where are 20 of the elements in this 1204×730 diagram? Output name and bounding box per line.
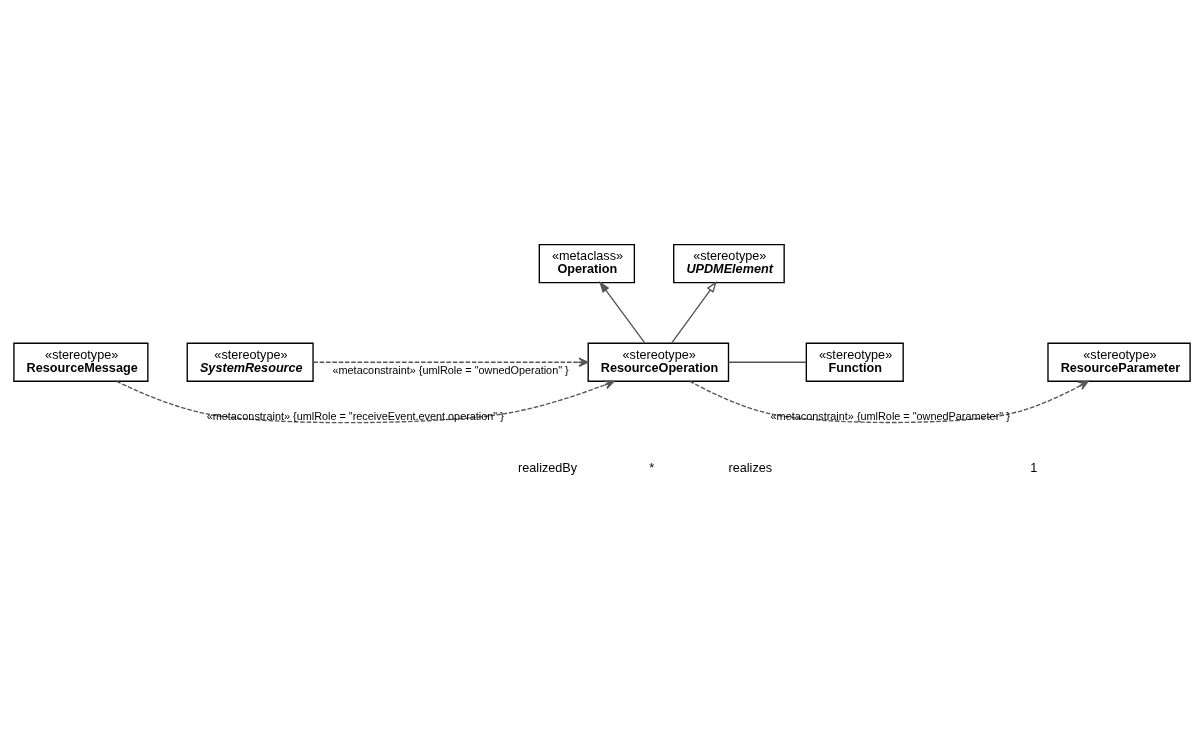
label: 1 <box>1030 461 1038 476</box>
node-box: «stereotype» Function <box>805 342 904 382</box>
arrow <box>312 357 589 368</box>
node-box: «metaclass» Operation <box>538 243 636 284</box>
arrow <box>689 380 1089 424</box>
node-box: «stereotype» ResourceParameter <box>1047 342 1191 382</box>
label: realizedBy <box>518 461 578 476</box>
edge-label: «metaconstraint» {umlRole = "ownedOperation" } <box>332 363 569 376</box>
node-box: «stereotype» ResourceMessage <box>13 342 149 382</box>
edge-label: «metaconstraint» {umlRole = "ownedParameter" } <box>770 409 1010 422</box>
arrow <box>599 281 646 344</box>
arrow <box>670 281 717 344</box>
label: * <box>649 461 655 476</box>
node-box: «stereotype» SystemResource <box>186 342 314 382</box>
connector <box>727 361 807 363</box>
node-box: «stereotype» ResourceOperation <box>587 342 730 382</box>
label: realizes <box>728 461 773 476</box>
edge-label: «metaconstraint» {umlRole = "receiveEvent.event.operation" } <box>206 409 504 422</box>
node-box: «stereotype» UPDMElement <box>673 243 785 284</box>
arrow <box>115 380 615 424</box>
